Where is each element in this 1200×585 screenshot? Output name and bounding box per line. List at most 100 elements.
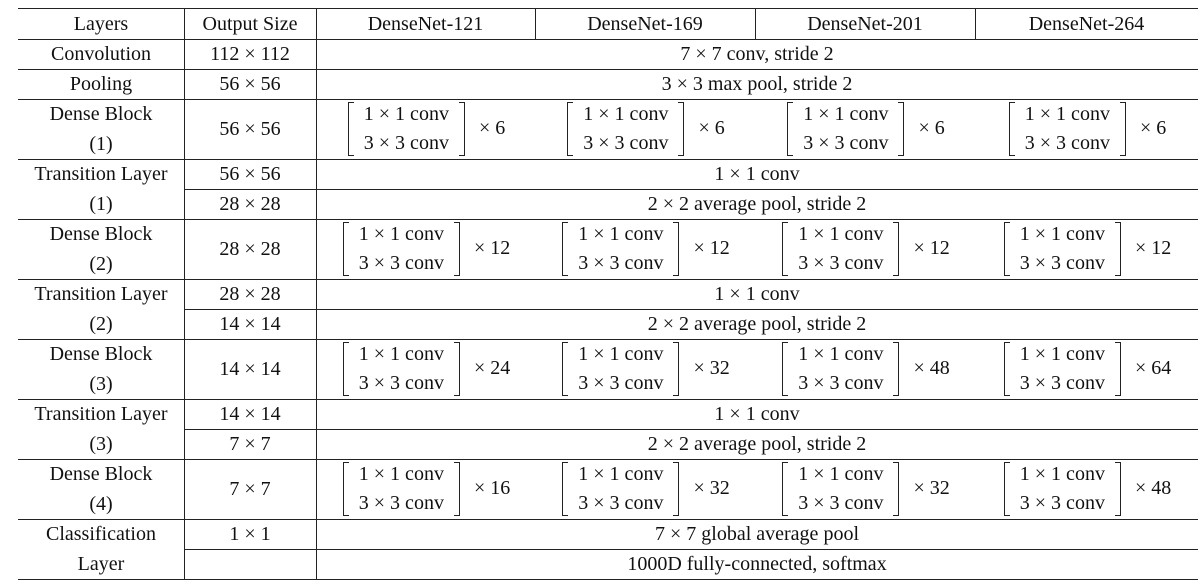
layer-name: Dense Block [49, 103, 153, 125]
row-rule [18, 339, 1198, 340]
conv1x1-line: 1 × 1 conv [803, 102, 889, 125]
layer-name: Transition Layer [34, 283, 168, 305]
repeat-count: × 48 [913, 357, 950, 379]
bracket-matrix: 1 × 1 conv 3 × 3 conv [560, 461, 681, 517]
repeat-count: × 32 [693, 357, 730, 379]
row-rule [18, 69, 1198, 70]
repeat-count: × 64 [1134, 357, 1172, 379]
conv1x1-line: 1 × 1 conv [578, 462, 664, 485]
dense-block-config: 1 × 1 conv 3 × 3 conv × 48 [755, 339, 975, 398]
output-size: 28 × 28 [219, 283, 281, 305]
sub-rule [184, 309, 1198, 310]
layer-name: (1) [89, 193, 113, 215]
repeat-count: × 12 [913, 237, 950, 259]
bracket-matrix: 1 × 1 conv 3 × 3 conv [1002, 341, 1123, 397]
layer-config: 2 × 2 average pool, stride 2 [647, 313, 867, 335]
header-layers: Layers [73, 12, 129, 35]
conv3x3-line: 3 × 3 conv [358, 371, 444, 394]
conv1x1-line: 1 × 1 conv [583, 102, 669, 125]
conv3x3-line: 3 × 3 conv [798, 371, 884, 394]
bracket-matrix: 1 × 1 conv 3 × 3 conv [785, 101, 906, 157]
conv3x3-line: 3 × 3 conv [798, 251, 884, 274]
bottom-rule [18, 579, 1198, 580]
conv3x3-line: 3 × 3 conv [578, 251, 664, 274]
row-rule [18, 459, 1198, 460]
conv1x1-line: 1 × 1 conv [1024, 102, 1110, 125]
output-size: 56 × 56 [219, 73, 281, 95]
conv3x3-line: 3 × 3 conv [798, 491, 884, 514]
layer-name: Transition Layer [34, 403, 168, 425]
conv3x3-line: 3 × 3 conv [358, 251, 444, 274]
row-rule [18, 219, 1198, 220]
row-rule [18, 99, 1198, 100]
header-rule [18, 39, 1198, 40]
output-size: 7 × 7 [229, 478, 271, 500]
repeat-count: × 32 [693, 477, 730, 499]
header-output-size: Output Size [202, 12, 298, 35]
bracket-matrix: 1 × 1 conv 3 × 3 conv [780, 461, 901, 517]
row-rule [18, 399, 1198, 400]
layer-config: 1 × 1 conv [714, 163, 800, 185]
conv1x1-line: 1 × 1 conv [358, 342, 444, 365]
conv1x1-line: 1 × 1 conv [578, 342, 664, 365]
repeat-count: × 16 [473, 477, 511, 499]
repeat-count: × 12 [693, 237, 730, 259]
layer-config: 1000D fully-connected, softmax [627, 553, 887, 575]
layer-config: 2 × 2 average pool, stride 2 [647, 433, 867, 455]
layer-config: 7 × 7 global average pool [655, 523, 859, 545]
sub-rule [184, 429, 1198, 430]
conv3x3-line: 3 × 3 conv [578, 491, 664, 514]
column-divider [184, 8, 185, 579]
bracket-matrix: 1 × 1 conv 3 × 3 conv [780, 341, 901, 397]
output-size: 56 × 56 [219, 118, 281, 140]
top-rule [18, 8, 1198, 9]
header-model-0: DenseNet-121 [367, 12, 484, 35]
repeat-count: × 12 [1134, 237, 1172, 259]
repeat-count: × 24 [473, 357, 511, 379]
repeat-count: × 32 [913, 477, 950, 499]
layer-name: (3) [89, 373, 113, 395]
row-rule [18, 159, 1198, 160]
layer-name: Pooling [69, 73, 133, 95]
dense-block-config: 1 × 1 conv 3 × 3 conv × 64 [975, 339, 1198, 398]
output-size: 28 × 28 [219, 193, 281, 215]
layer-name: Dense Block [49, 223, 153, 245]
output-size: 56 × 56 [219, 163, 281, 185]
repeat-count: × 6 [478, 117, 506, 139]
repeat-count: × 12 [473, 237, 511, 259]
conv3x3-line: 3 × 3 conv [803, 131, 889, 154]
layer-config: 2 × 2 average pool, stride 2 [647, 193, 867, 215]
bracket-matrix: 1 × 1 conv 3 × 3 conv [341, 341, 462, 397]
column-divider [975, 8, 976, 39]
repeat-count: × 6 [698, 117, 725, 139]
conv1x1-line: 1 × 1 conv [798, 342, 884, 365]
output-size: 7 × 7 [229, 433, 271, 455]
output-size: 28 × 28 [219, 238, 281, 260]
conv1x1-line: 1 × 1 conv [1019, 342, 1105, 365]
conv1x1-line: 1 × 1 conv [1019, 462, 1105, 485]
column-divider [755, 8, 756, 39]
layer-config: 3 × 3 max pool, stride 2 [661, 73, 853, 95]
conv3x3-line: 3 × 3 conv [1019, 371, 1105, 394]
dense-block-config: 1 × 1 conv 3 × 3 conv × 32 [535, 459, 755, 518]
conv1x1-line: 1 × 1 conv [798, 462, 884, 485]
conv1x1-line: 1 × 1 conv [578, 222, 664, 245]
layer-name: (2) [89, 313, 113, 335]
output-size: 14 × 14 [219, 313, 281, 335]
dense-block-config: 1 × 1 conv 3 × 3 conv × 24 [316, 339, 535, 398]
sub-rule [184, 189, 1198, 190]
header-model-1: DenseNet-169 [587, 12, 703, 35]
